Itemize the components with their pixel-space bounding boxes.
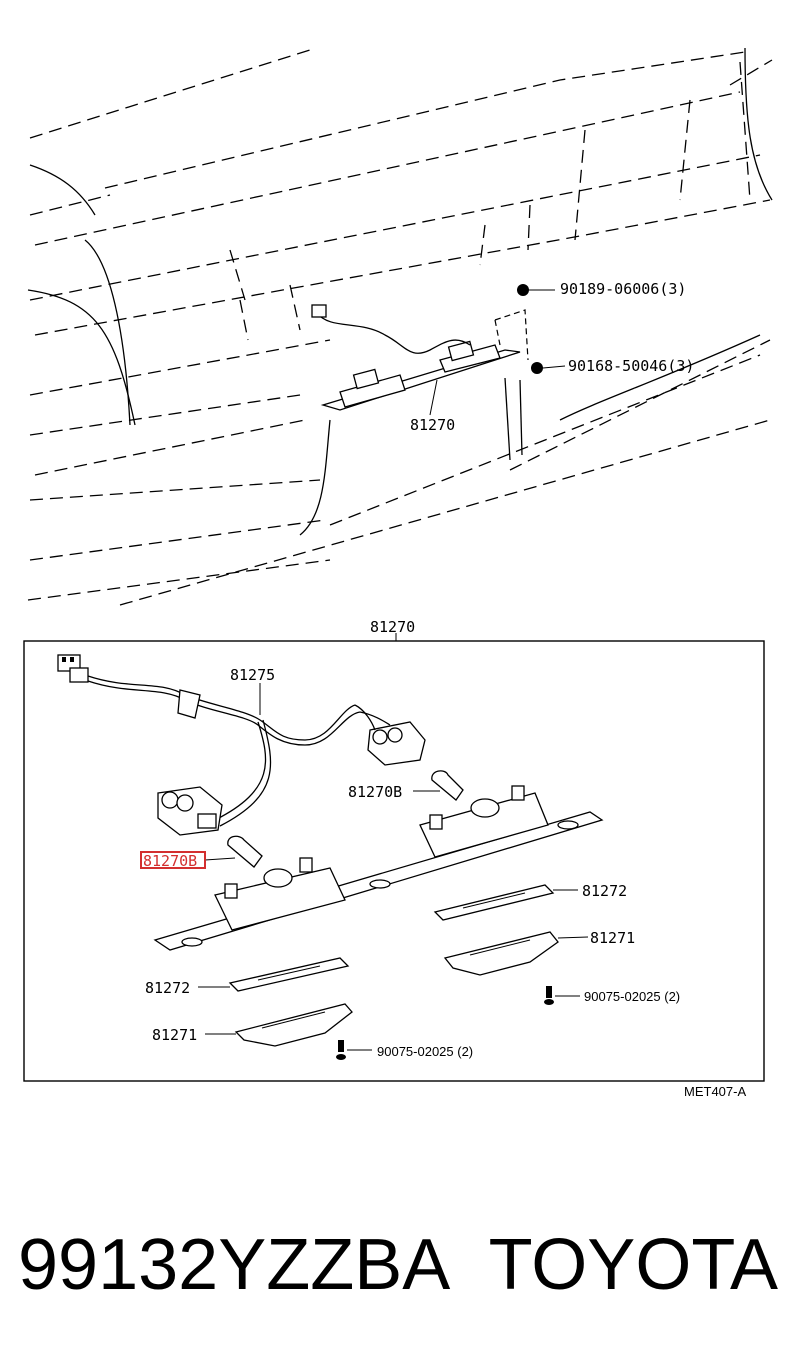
label-lens-right: 81271 — [590, 929, 635, 947]
label-assy-top: 81270 — [410, 416, 455, 434]
vehicle-body-outline — [27, 47, 773, 606]
label-bulb-right: 81270B — [348, 783, 402, 801]
screw-top-icon — [531, 362, 566, 374]
label-gasket-right: 81272 — [582, 882, 627, 900]
bulb-left-icon — [204, 835, 263, 868]
label-gasket-left: 81272 — [145, 979, 190, 997]
lens-left — [205, 1003, 353, 1047]
label-screw-top: 90168-50046(3) — [568, 357, 694, 375]
footer-caption: 99132YZZBA TOYOTA — [18, 1225, 778, 1305]
socket-right — [354, 704, 426, 766]
exploded-view-frame — [23, 633, 765, 1082]
nut-icon — [517, 284, 555, 296]
bulb-right-icon — [413, 770, 464, 801]
screw-left-icon — [336, 1040, 372, 1060]
lamp-housing — [153, 785, 604, 951]
label-nut: 90189-06006(3) — [560, 280, 686, 298]
screw-right-icon — [544, 986, 580, 1005]
figure-code: MET407-A — [684, 1084, 746, 1099]
part-number: 99132YZZBA — [18, 1225, 451, 1305]
label-lens-left: 81271 — [152, 1026, 197, 1044]
gasket-left — [198, 957, 350, 992]
label-wire: 81275 — [230, 666, 275, 684]
highlight-box — [140, 851, 206, 869]
label-screw-left: 90075-02025 (2) — [377, 1044, 473, 1059]
label-bulb-left-highlighted: 81270B — [143, 852, 197, 870]
lens-right — [443, 931, 589, 976]
license-lamp-installed — [311, 304, 529, 411]
gasket-right — [433, 884, 578, 921]
label-screw-right: 90075-02025 (2) — [584, 989, 680, 1004]
brand-name: TOYOTA — [488, 1225, 778, 1305]
label-assy-box: 81270 — [370, 618, 415, 636]
wire-harness — [57, 654, 361, 827]
socket-left — [157, 786, 223, 836]
